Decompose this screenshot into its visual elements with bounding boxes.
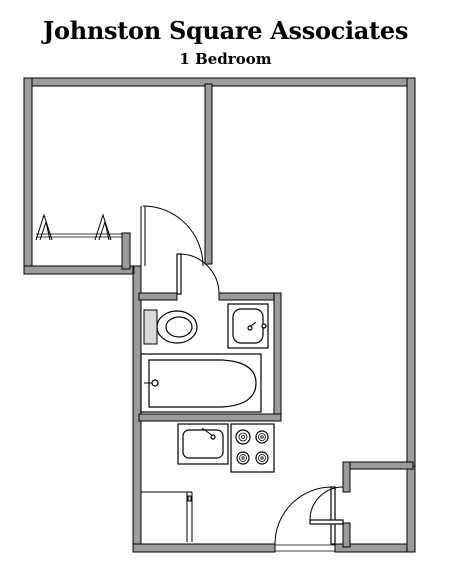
bathroom-door bbox=[176, 253, 220, 295]
utility-door bbox=[309, 486, 344, 525]
kitchen-counter bbox=[141, 491, 193, 542]
kitchen-sink bbox=[177, 423, 229, 465]
exterior-walls bbox=[23, 77, 416, 553]
interior-walls bbox=[121, 83, 414, 548]
toilet bbox=[143, 309, 198, 345]
closet-door bbox=[140, 205, 204, 267]
bedroom-window-bay bbox=[35, 213, 112, 241]
plan-title: Johnston Square Associates bbox=[42, 16, 409, 45]
plan-subtitle: 1 Bedroom bbox=[179, 50, 272, 68]
bathtub bbox=[140, 353, 262, 413]
entry-door bbox=[274, 486, 336, 545]
stove bbox=[230, 423, 275, 473]
bathroom-sink bbox=[227, 303, 269, 349]
